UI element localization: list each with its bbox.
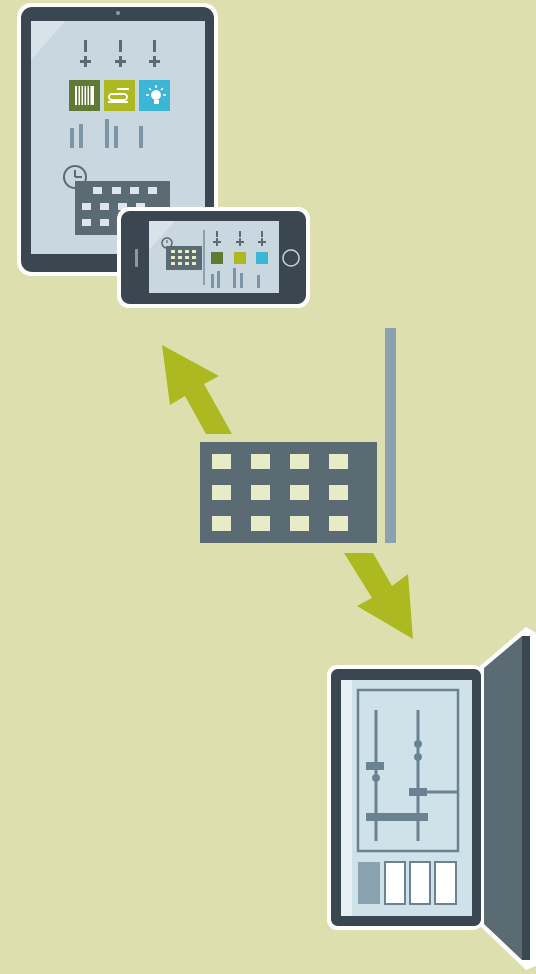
cabinet-modules bbox=[358, 861, 457, 905]
arrow-up-left-icon bbox=[162, 345, 232, 434]
smartphone-icon bbox=[117, 207, 310, 308]
phone-building-icon bbox=[166, 246, 202, 270]
antenna-mast-icon bbox=[385, 328, 396, 543]
phone-bar-chart bbox=[211, 268, 260, 288]
phone-tile-heater bbox=[211, 252, 223, 264]
tablet-controls bbox=[80, 40, 160, 67]
control-cabinet-icon bbox=[327, 627, 536, 970]
light-bulb-icon bbox=[139, 80, 170, 111]
thermostat-icon bbox=[104, 80, 135, 111]
heater-icon bbox=[69, 80, 100, 111]
phone-tile-thermostat bbox=[234, 252, 246, 264]
cabinet-panel bbox=[356, 688, 460, 853]
arrow-down-right-icon bbox=[344, 553, 413, 639]
building-icon bbox=[200, 442, 377, 543]
phone-tile-light bbox=[256, 252, 268, 264]
phone-controls bbox=[213, 231, 266, 246]
cabinet-door bbox=[484, 636, 522, 960]
tablet-bar-chart bbox=[70, 119, 143, 148]
tablet-icon bbox=[17, 3, 218, 276]
